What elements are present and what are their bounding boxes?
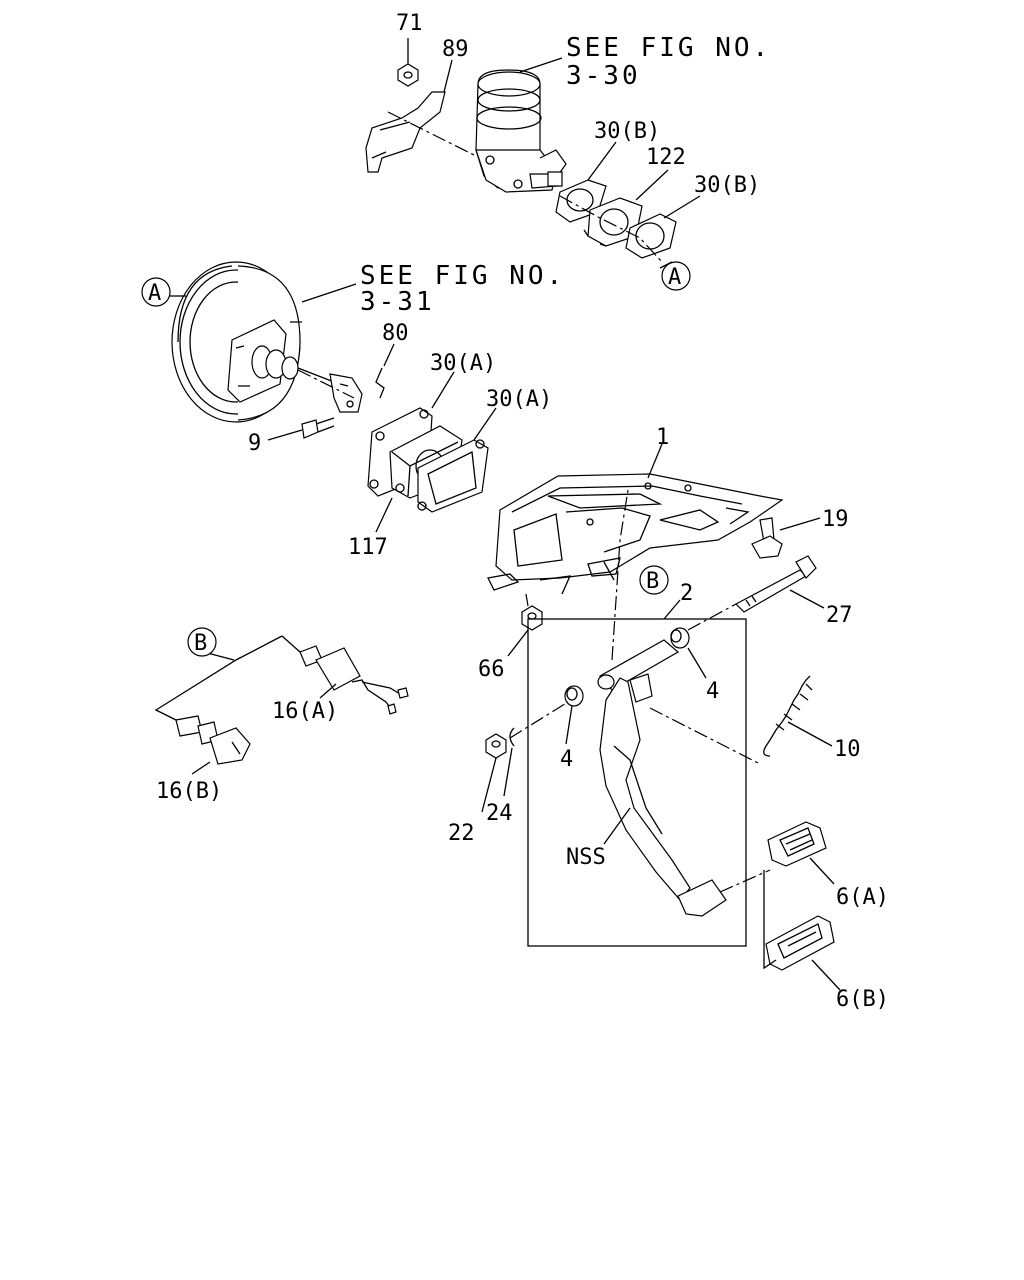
callout-89: 89: [442, 37, 469, 62]
callout-71: 71: [396, 11, 423, 36]
bolt-9: [301, 417, 335, 439]
return-spring-10: [763, 675, 813, 757]
marker-b-bracket: B: [639, 565, 669, 595]
callout-117: 117: [348, 535, 388, 560]
callout-9: 9: [248, 431, 261, 456]
marker-b-switch: B: [187, 627, 217, 657]
callout-30b-upper: 30(B): [594, 119, 660, 144]
callout-6b: 6(B): [836, 987, 889, 1012]
pedal-pad-6a: [767, 821, 827, 867]
fig-3-31-ref-line1: SEE FIG NO.: [360, 261, 565, 291]
master-cylinder: [475, 69, 567, 193]
pedal-pad-6b: [765, 915, 835, 971]
callout-80: 80: [382, 321, 409, 346]
pedal-bracket-1: [487, 473, 784, 595]
callout-4-right: 4: [706, 679, 719, 704]
callout-2: 2: [680, 581, 693, 606]
fig-3-30-ref-line2: 3-30: [566, 61, 641, 91]
callout-4-left: 4: [560, 747, 573, 772]
clevis: [329, 373, 363, 413]
callout-122: 122: [646, 145, 686, 170]
svg-text:A: A: [668, 265, 681, 290]
callout-19: 19: [822, 507, 849, 532]
marker-a-right: A: [661, 261, 691, 291]
callout-10: 10: [834, 737, 861, 762]
callout-27: 27: [826, 603, 853, 628]
fig-3-31-ref-line2: 3-31: [360, 287, 435, 317]
bushing-4-right: [670, 627, 690, 649]
bolt-19: [751, 517, 783, 559]
switch-16b: [175, 715, 251, 765]
clip-24: [509, 727, 515, 747]
gasket-30b-lower: [625, 213, 677, 259]
callout-66: 66: [478, 657, 505, 682]
pivot-bolt-27: [735, 555, 817, 613]
callout-16a: 16(A): [272, 699, 338, 724]
svg-text:B: B: [194, 631, 207, 656]
bushing-4-left: [564, 685, 584, 707]
callout-22: 22: [448, 821, 475, 846]
pedal-assembly-frame: [527, 618, 747, 947]
callout-16b: 16(B): [156, 779, 222, 804]
fig-3-30-ref-line1: SEE FIG NO.: [566, 33, 771, 63]
mounting-bracket-89: [365, 91, 446, 173]
callout-nss: NSS: [566, 845, 606, 870]
callout-30a-lower: 30(A): [486, 387, 552, 412]
marker-a-left: A: [141, 277, 171, 307]
callout-30b-lower: 30(B): [694, 173, 760, 198]
callout-24: 24: [486, 801, 513, 826]
callout-1: 1: [656, 425, 669, 450]
callout-6a: 6(A): [836, 885, 889, 910]
pin-80: [375, 367, 385, 399]
nut-66: [521, 605, 543, 631]
switch-16a: [299, 645, 409, 715]
callout-30a-upper: 30(A): [430, 351, 496, 376]
nut-22: [485, 733, 507, 759]
svg-text:A: A: [148, 281, 161, 306]
nut-71: [397, 63, 419, 87]
brake-booster: [171, 261, 335, 423]
svg-text:B: B: [646, 569, 659, 594]
pedal-arm: [597, 639, 727, 917]
